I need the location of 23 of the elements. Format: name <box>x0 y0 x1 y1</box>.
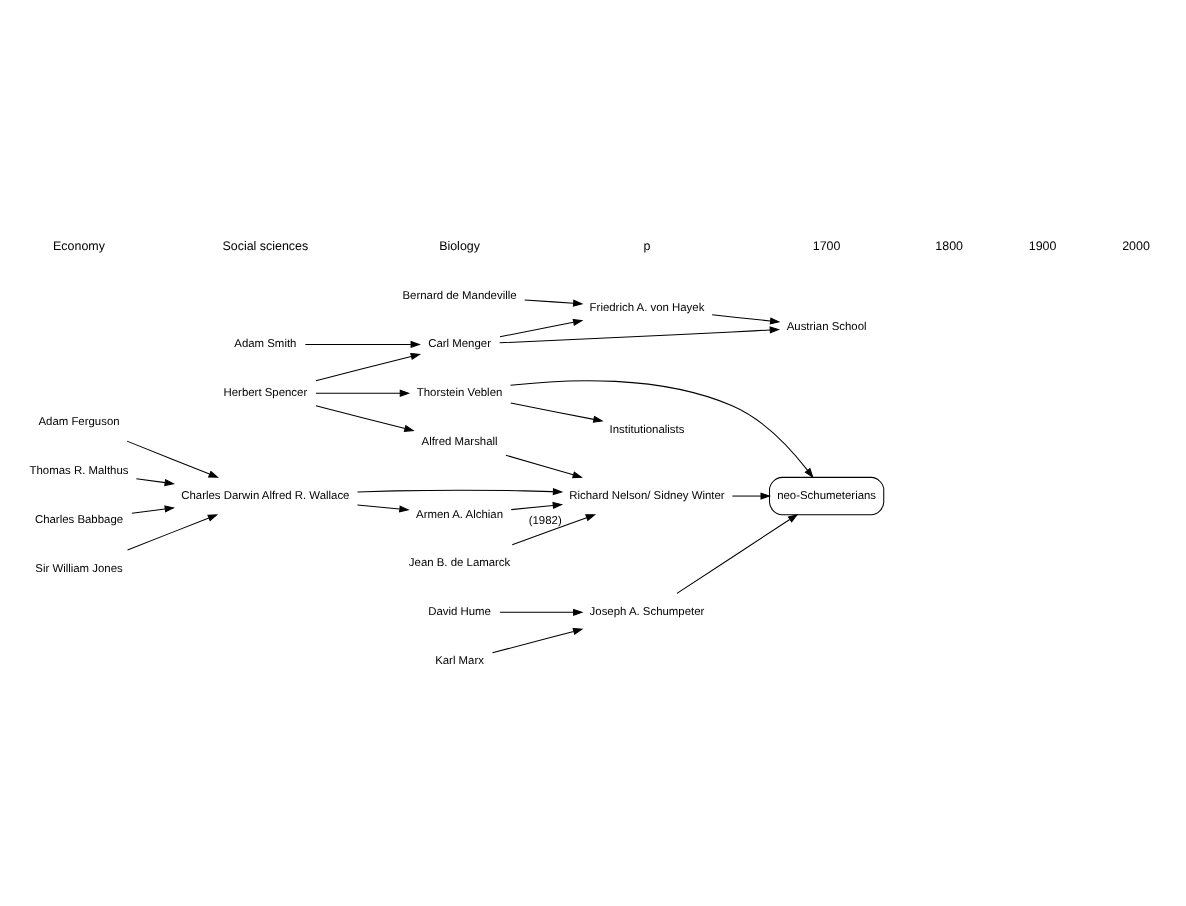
arrow <box>731 491 771 499</box>
arrow <box>511 513 597 545</box>
arrow <box>356 503 410 512</box>
arrow <box>510 401 604 422</box>
arrow <box>127 513 219 550</box>
arrow <box>315 388 411 396</box>
arrow <box>499 325 781 343</box>
arrow <box>505 453 583 478</box>
arrow <box>510 379 814 478</box>
arrow <box>356 487 564 495</box>
arrow <box>315 352 422 381</box>
arrow <box>499 317 584 337</box>
arrow <box>711 313 781 324</box>
arrow <box>304 339 421 348</box>
arrow <box>131 504 176 513</box>
arrow <box>510 500 564 510</box>
arrow <box>676 512 799 593</box>
arrow <box>135 477 175 486</box>
arrow <box>315 404 415 431</box>
arrow <box>491 626 584 653</box>
arrow <box>524 298 584 306</box>
arrow <box>499 607 584 615</box>
arrow <box>126 439 219 477</box>
